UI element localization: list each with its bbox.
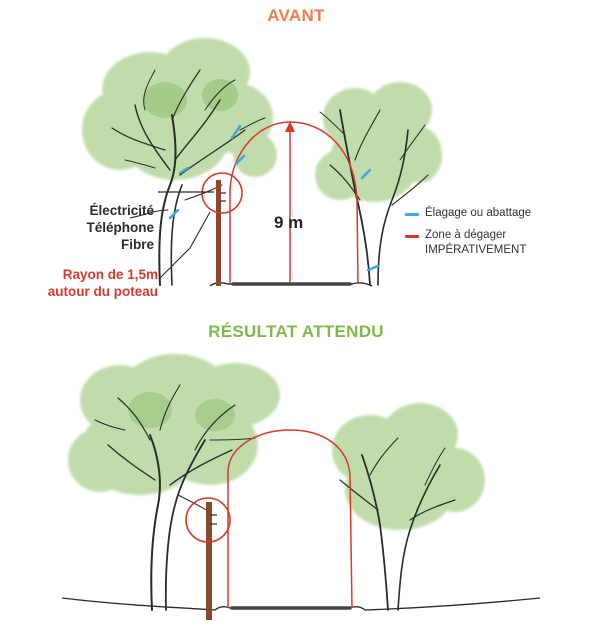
title-before: AVANT <box>267 6 325 25</box>
network-label-electricity: Électricité <box>89 203 154 218</box>
legend-label-zone-2: IMPÉRATIVEMENT <box>425 244 527 256</box>
after-left-tree-branches <box>94 384 256 611</box>
network-label: Électricité Téléphone Fibre <box>62 202 154 253</box>
legend-swatch-zone <box>405 235 419 238</box>
legend-label-zone: Zone à dégager <box>425 229 507 241</box>
network-label-fiber: Fibre <box>120 237 154 252</box>
radius-label-line2: autour du poteau <box>47 284 158 299</box>
legend-label-trim: Élagage ou abattage <box>425 207 532 219</box>
legend-item-trim: Élagage ou abattage <box>405 206 532 221</box>
after-pole-radius <box>185 497 231 543</box>
radius-label-line1: Rayon de 1,5m <box>62 267 158 282</box>
before-right-tree-branches <box>319 109 429 286</box>
after-left-tree-foliage <box>68 354 280 495</box>
legend-item-zone: Zone à dégager IMPÉRATIVEMENT <box>405 228 527 258</box>
height-arrow <box>285 121 295 283</box>
legend-swatch-trim <box>405 213 419 216</box>
radius-leader <box>159 211 211 279</box>
after-scene <box>61 354 541 620</box>
trim-marks <box>168 124 380 272</box>
height-label: 9 m <box>274 213 304 232</box>
network-label-phone: Téléphone <box>86 220 154 235</box>
after-clearance-zone <box>227 429 353 609</box>
before-right-tree-foliage <box>315 82 442 202</box>
before-pole <box>216 180 221 286</box>
after-pole <box>206 502 212 620</box>
before-pole-radius <box>201 172 243 214</box>
before-scene <box>82 38 442 287</box>
after-right-tree-branches <box>339 437 456 611</box>
radius-label: Rayon de 1,5m autour du poteau <box>10 266 158 300</box>
title-after: RÉSULTAT ATTENDU <box>208 322 384 341</box>
after-right-tree-foliage <box>332 403 485 530</box>
